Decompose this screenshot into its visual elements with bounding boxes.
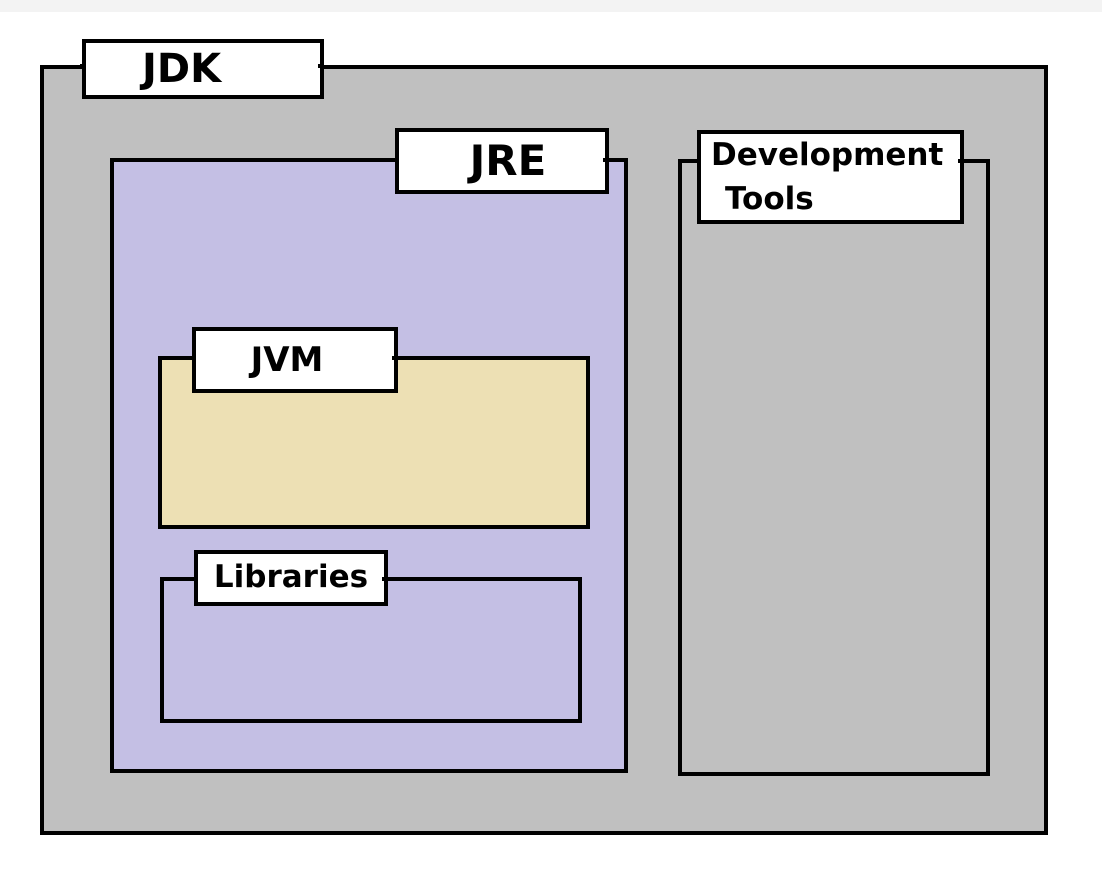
jvm-label-text: JVM: [250, 339, 324, 380]
libraries-label: Libraries: [194, 550, 388, 606]
development-tools-label-tick-right: [958, 159, 964, 163]
jdk-label-text: JDK: [142, 46, 222, 92]
jdk-label-tick-left: [80, 64, 86, 68]
jre-label: JRE: [395, 128, 609, 194]
development-tools-label-line2: Tools: [725, 181, 814, 217]
libraries-label-tick-left: [192, 577, 198, 581]
development-tools-label-tick-left: [695, 159, 701, 163]
development-tools-label: Development Tools: [697, 130, 964, 224]
libraries-label-tick-right: [382, 577, 388, 581]
jre-label-tick-right: [603, 158, 609, 162]
jvm-label-tick-left: [190, 356, 196, 360]
jre-label-text: JRE: [469, 135, 547, 185]
jvm-label-tick-right: [392, 356, 398, 360]
libraries-label-text: Libraries: [213, 559, 369, 596]
jdk-label-tick-right: [318, 64, 324, 68]
jvm-label: JVM: [192, 327, 398, 393]
top-strip: [0, 0, 1102, 12]
jre-label-tick-left: [393, 158, 399, 162]
development-tools-label-line1: Development: [711, 136, 944, 173]
jdk-label: JDK: [82, 39, 324, 99]
development-tools-container: [678, 159, 990, 776]
development-tools-label-text: Development Tools: [711, 133, 943, 221]
